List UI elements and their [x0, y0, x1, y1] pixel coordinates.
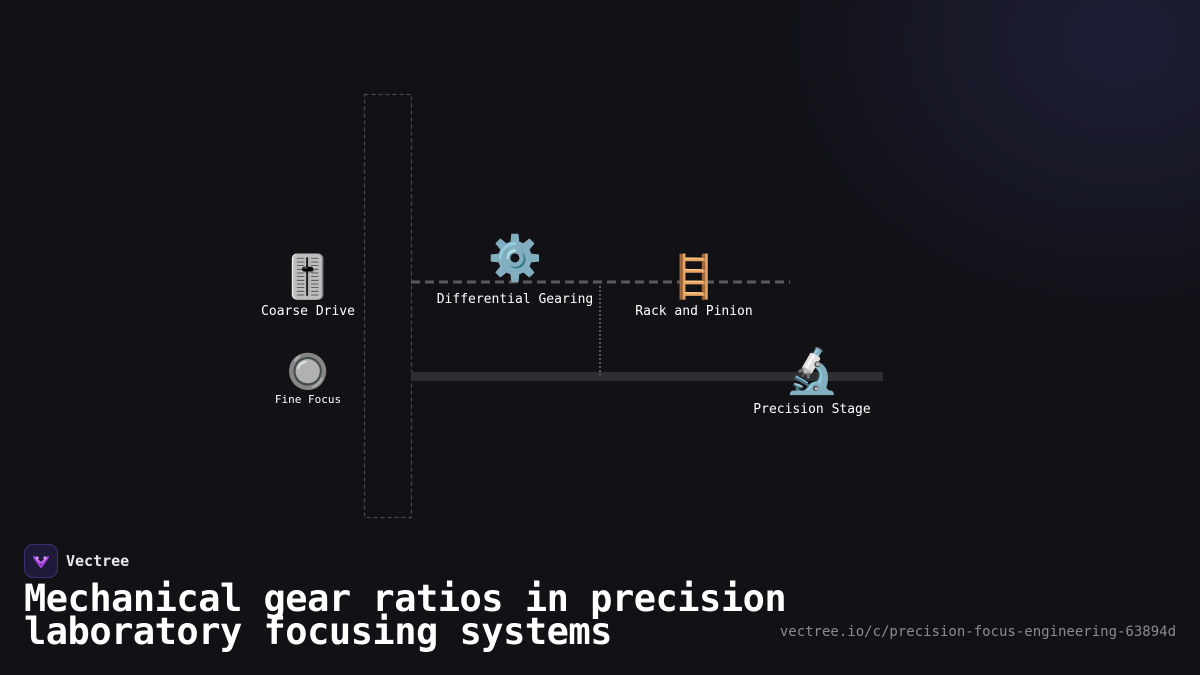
node-coarse-drive: 🎚️ Coarse Drive: [261, 252, 355, 320]
brand-name: Vectree: [66, 552, 130, 570]
node-precision-stage: 🔬 Precision Stage: [753, 346, 871, 418]
node-label: Precision Stage: [753, 402, 871, 417]
node-differential-gearing: ⚙️ Differential Gearing: [436, 233, 594, 308]
housing-frame: [363, 93, 413, 519]
node-label: Fine Focus: [274, 393, 342, 406]
ladder-icon: 🪜: [667, 252, 721, 301]
stage-bar: [411, 372, 883, 381]
vectree-logo-icon: [24, 544, 58, 578]
source-url[interactable]: vectree.io/c/precision-focus-engineering…: [779, 624, 1176, 640]
slider-icon: 🎚️: [281, 252, 335, 301]
node-rack-and-pinion: 🪜 Rack and Pinion: [635, 252, 753, 320]
node-label: Rack and Pinion: [635, 304, 753, 319]
microscope-icon: 🔬: [784, 346, 840, 397]
gear-icon: ⚙️: [487, 233, 543, 284]
knob-icon: 🔘: [286, 352, 330, 392]
node-label: Differential Gearing: [436, 292, 594, 307]
node-fine-focus: 🔘 Fine Focus: [275, 355, 341, 406]
page-title: Mechanical gear ratios in precision labo…: [24, 577, 787, 653]
node-label: Coarse Drive: [261, 304, 355, 319]
brand: Vectree: [24, 544, 129, 578]
